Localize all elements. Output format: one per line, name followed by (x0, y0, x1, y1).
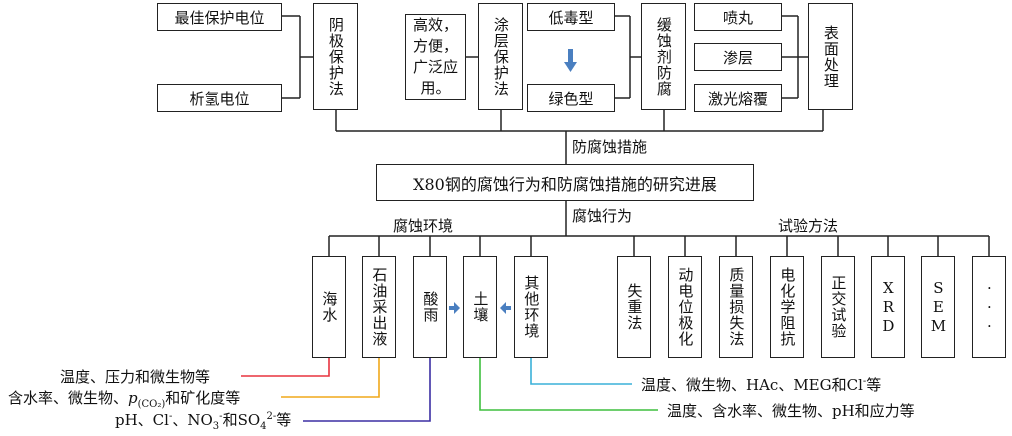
method-sem: SEM (921, 256, 955, 358)
factor-acid-rain: pH、Cl-、NO3-和SO42-等 (115, 409, 291, 432)
cathodic-protection-label: 阴极保护法 (326, 16, 345, 97)
env-seawater-label: 海水 (320, 291, 339, 323)
factor-acid-a-sup: - (168, 411, 173, 422)
env-oil-produced-fluid: 石油采出液 (362, 256, 396, 358)
factor-oil-pre: 含水率、微生物、 (8, 389, 129, 407)
surface-item-laser-cladding: 激光熔覆 (694, 84, 782, 112)
factor-acid-b-sup: - (219, 411, 223, 422)
coating-note-text: 高效，方便，广泛应用。 (412, 16, 458, 97)
inhibitor-green-label: 绿色型 (548, 89, 594, 108)
factor-acid-a: pH、Cl (115, 411, 169, 429)
method-mass-loss: 质量损失法 (719, 256, 753, 358)
factor-oil-p: p (128, 389, 138, 407)
env-soil: 土壤 (463, 256, 497, 358)
surface-item-laser-cladding-label: 激光熔覆 (707, 89, 768, 108)
env-acid-rain: 酸雨 (413, 256, 447, 358)
env-seawater: 海水 (312, 256, 346, 358)
factor-acid-d: 等 (276, 411, 292, 429)
method-weight-loss: 失重法 (617, 256, 651, 358)
method-weight-loss-label: 失重法 (625, 283, 644, 331)
inhibitor-low-toxicity-label: 低毒型 (548, 8, 594, 27)
factor-other-post: 等 (866, 376, 882, 394)
corrosion-environment-label: 腐蚀环境 (393, 217, 454, 235)
method-potentiodynamic-label: 动电位极化 (676, 267, 695, 347)
surface-treatment-box: 表面处理 (808, 3, 853, 110)
method-mass-loss-label: 质量损失法 (727, 267, 746, 347)
factor-acid-b-sub: 3 (212, 421, 220, 432)
cathodic-item-hydrogen-potential-label: 析氢电位 (189, 89, 250, 108)
factor-acid-c-sup: 2- (266, 411, 277, 422)
factor-other-pre: 温度、微生物、HAc、MEG和Cl (641, 376, 863, 394)
coating-note-box: 高效，方便，广泛应用。 (405, 14, 466, 100)
method-orthogonal: 正交试验 (821, 256, 855, 358)
method-more-label: ··· (980, 278, 999, 336)
factor-other: 温度、微生物、HAc、MEG和Cl-等 (641, 374, 881, 395)
factor-oil: 含水率、微生物、p(CO₂)和矿化度等 (8, 387, 240, 410)
method-xrd: XRD (871, 256, 905, 358)
cathodic-protection-box: 阴极保护法 (313, 3, 358, 110)
factor-soil: 温度、含水率、微生物、pH和应力等 (667, 402, 915, 420)
coating-protection-label: 涂层保护法 (491, 16, 510, 97)
factor-acid-b: 、NO (172, 411, 213, 429)
method-more: ··· (972, 256, 1006, 358)
test-methods-label: 试验方法 (778, 217, 839, 235)
env-soil-label: 土壤 (471, 291, 490, 323)
inhibitor-green-box: 绿色型 (527, 84, 615, 112)
cathodic-item-optimal-potential: 最佳保护电位 (157, 3, 282, 31)
cathodic-item-optimal-potential-label: 最佳保护电位 (174, 8, 265, 27)
method-sem-label: SEM (929, 278, 948, 336)
inhibitor-label: 缓蚀剂防腐 (654, 16, 673, 97)
factor-oil-sub: (CO₂) (137, 399, 166, 410)
factor-acid-c: 和SO (222, 411, 261, 429)
coating-protection-box: 涂层保护法 (478, 3, 523, 110)
surface-item-infiltration: 渗层 (694, 43, 782, 71)
inhibitor-box: 缓蚀剂防腐 (641, 3, 686, 110)
surface-item-infiltration-label: 渗层 (722, 48, 753, 67)
surface-item-shot-peening-label: 喷丸 (722, 8, 753, 27)
diagram-title: X80钢的腐蚀行为和防腐蚀措施的研究进展 (413, 174, 717, 194)
factor-acid-c-sub: 4 (260, 421, 267, 432)
env-other: 其他环境 (514, 256, 548, 358)
method-orthogonal-label: 正交试验 (829, 275, 848, 339)
factor-seawater: 温度、压力和微生物等 (60, 368, 211, 386)
cathodic-item-hydrogen-potential: 析氢电位 (157, 84, 282, 112)
factor-other-sup: - (862, 376, 867, 387)
env-oil-produced-fluid-label: 石油采出液 (370, 267, 389, 347)
method-eis-label: 电化学阻抗 (778, 267, 797, 347)
method-eis: 电化学阻抗 (770, 256, 804, 358)
env-other-label: 其他环境 (522, 275, 541, 339)
factor-oil-post: 和矿化度等 (165, 389, 241, 407)
env-acid-rain-label: 酸雨 (421, 291, 440, 323)
corrosion-behavior-label: 腐蚀行为 (572, 207, 633, 225)
diagram-title-box: X80钢的腐蚀行为和防腐蚀措施的研究进展 (376, 164, 754, 201)
surface-treatment-label: 表面处理 (821, 24, 840, 89)
protection-measures-label: 防腐蚀措施 (572, 138, 648, 156)
surface-item-shot-peening: 喷丸 (694, 3, 782, 31)
inhibitor-low-toxicity-box: 低毒型 (527, 3, 615, 31)
method-potentiodynamic: 动电位极化 (668, 256, 702, 358)
method-xrd-label: XRD (879, 278, 898, 336)
